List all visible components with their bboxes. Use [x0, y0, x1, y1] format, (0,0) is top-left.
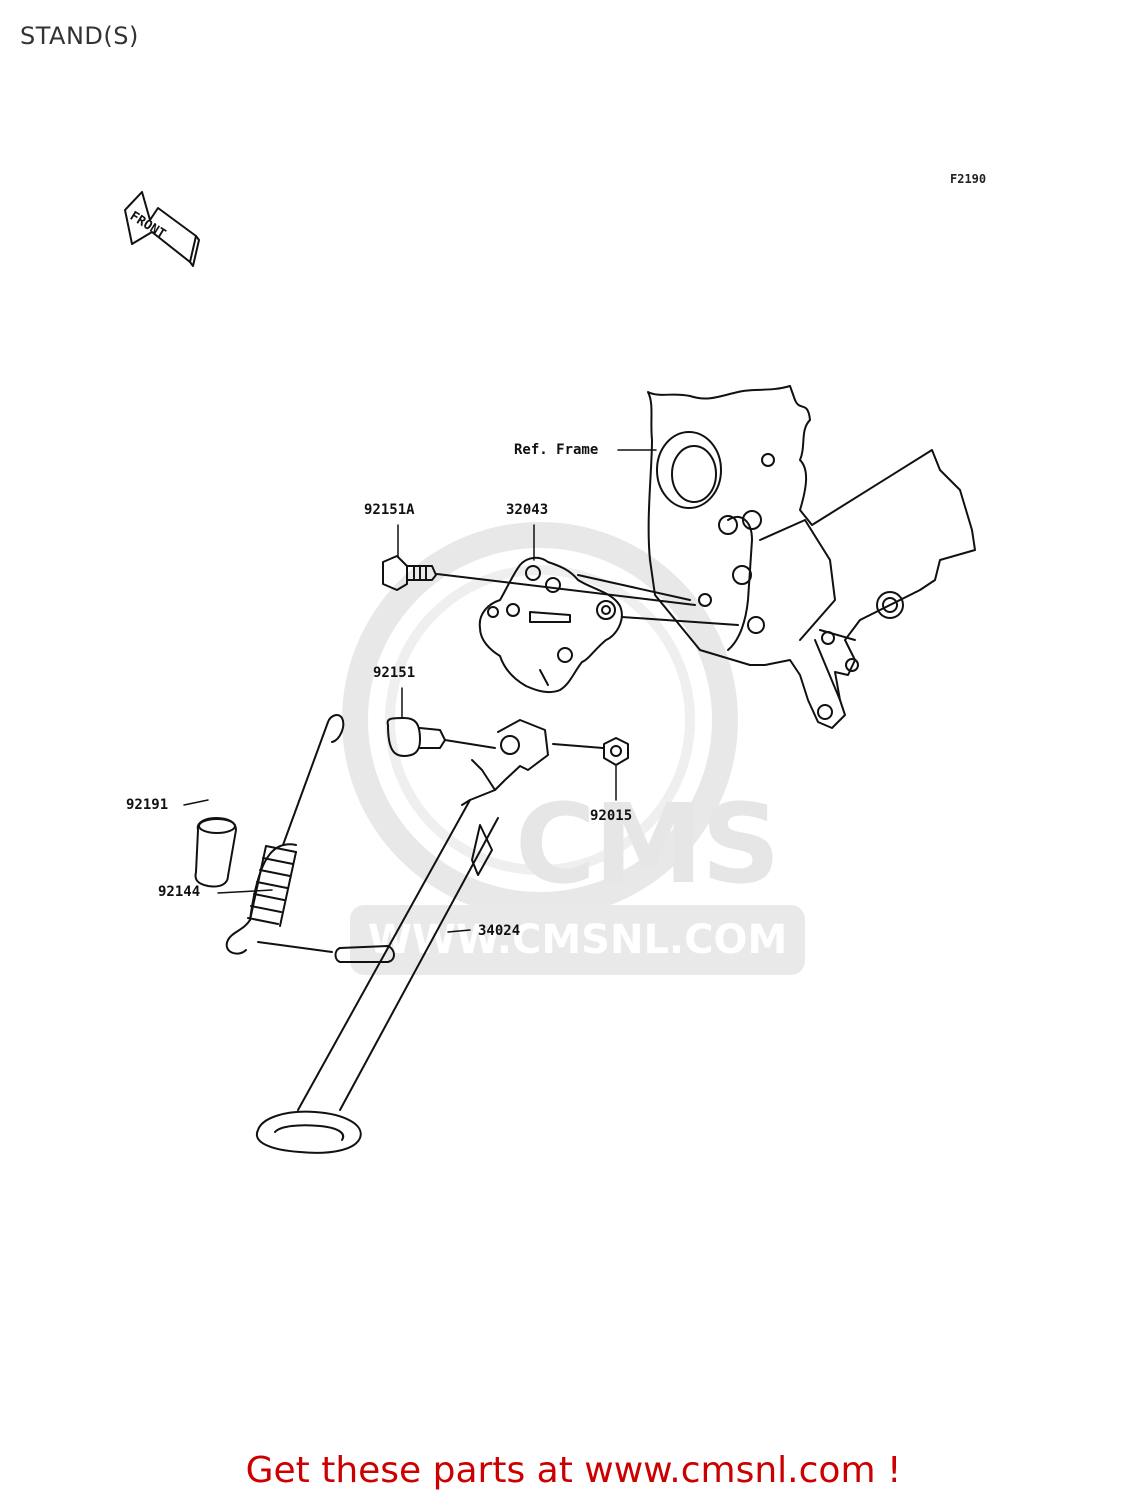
spring-92144 — [225, 714, 345, 955]
label-92151: 92151 — [373, 665, 416, 681]
front-arrow-icon — [124, 191, 200, 267]
label-34024: 34024 — [478, 923, 521, 939]
figure-code: F2190 — [950, 172, 987, 186]
parts-cta-link[interactable]: Get these parts at www.cmsnl.com ! — [245, 1450, 902, 1491]
watermark-url: WWW.CMSNL.COM — [350, 905, 805, 975]
collar-92191 — [194, 817, 237, 888]
side-stand-34024 — [255, 719, 549, 1154]
nut-92015 — [552, 737, 629, 766]
label-ref-frame: Ref. Frame — [514, 442, 599, 458]
bolt-92151A — [382, 555, 437, 591]
bolt-92151 — [386, 717, 496, 757]
frame-outline — [647, 385, 976, 729]
bracket-32043 — [436, 556, 739, 694]
watermark-brand: CMS — [515, 780, 780, 908]
label-92015: 92015 — [590, 808, 633, 824]
label-92144: 92144 — [158, 884, 201, 900]
page-title: STAND(S) — [20, 22, 139, 50]
label-32043: 32043 — [506, 502, 549, 518]
label-92191: 92191 — [126, 797, 169, 813]
label-92151A: 92151A — [364, 502, 415, 518]
